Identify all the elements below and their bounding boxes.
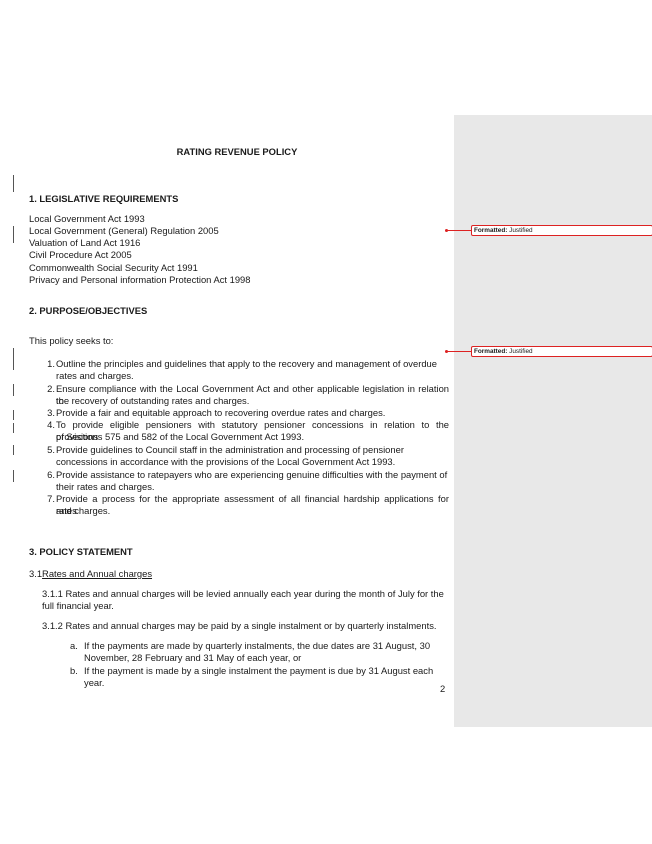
act-item: Privacy and Personal information Protect… <box>29 274 251 285</box>
list-item-number: 4. <box>47 419 55 430</box>
sub-item-line: If the payment is made by a single insta… <box>84 665 434 689</box>
list-item-line: Provide guidelines to Council staff in t… <box>56 444 404 455</box>
page-number: 2 <box>440 683 446 694</box>
sub-item-letter: a. <box>70 640 78 651</box>
change-bar <box>13 470 14 482</box>
section3-heading: 3. POLICY STATEMENT <box>29 546 133 557</box>
change-bar <box>13 226 14 243</box>
list-item-line: To provide eligible pensioners with stat… <box>56 419 449 443</box>
section2-heading: 2. PURPOSE/OBJECTIVES <box>29 305 148 316</box>
list-item-number: 3. <box>47 407 55 418</box>
sub-item-line: If the payments are made by quarterly in… <box>84 640 431 651</box>
list-item-line: Provide assistance to ratepayers who are… <box>56 469 448 480</box>
paragraph-3-1-1-line: full financial year. <box>42 600 114 611</box>
comment-connector <box>447 230 471 231</box>
list-item-number: 2. <box>47 383 55 394</box>
change-bar <box>13 445 14 455</box>
act-item: Local Government (General) Regulation 20… <box>29 225 219 236</box>
change-bar <box>13 423 14 433</box>
comment-anchor <box>445 350 448 353</box>
paragraph-3-1-2: 3.1.2 Rates and annual charges may be pa… <box>42 620 437 631</box>
sub-item-line: November, 28 February and 31 May of each… <box>84 652 302 663</box>
list-item-line: Ensure compliance with the Local Governm… <box>56 383 449 407</box>
list-item-line: Provide a process for the appropriate as… <box>56 493 449 517</box>
list-item-line: Outline the principles and guidelines th… <box>56 358 437 369</box>
section1-heading: 1. LEGISLATIVE REQUIREMENTS <box>29 193 179 204</box>
comment-label: Formatted: <box>474 227 508 234</box>
section2-intro: This policy seeks to: <box>29 335 114 346</box>
list-item-line: concessions in accordance with the provi… <box>56 456 396 467</box>
comment-label: Formatted: <box>474 348 508 355</box>
comment-balloon[interactable]: Formatted: Justified <box>471 346 652 357</box>
subsection-heading: 3.1Rates and Annual charges <box>29 568 152 580</box>
list-item-line: Provide a fair and equitable approach to… <box>56 407 386 418</box>
list-item-number: 5. <box>47 444 55 455</box>
comment-margin-pane <box>454 115 652 727</box>
act-item: Commonwealth Social Security Act 1991 <box>29 262 198 273</box>
act-item: Local Government Act 1993 <box>29 213 145 224</box>
change-bar <box>13 384 14 396</box>
list-item-number: 6. <box>47 469 55 480</box>
sub-item-letter: b. <box>70 665 78 676</box>
list-item-number: 7. <box>47 493 55 504</box>
document-title: RATING REVENUE POLICY <box>176 146 298 157</box>
comment-anchor <box>445 229 448 232</box>
act-item: Civil Procedure Act 2005 <box>29 249 132 260</box>
change-bar <box>13 410 14 420</box>
list-item-line: and charges. <box>56 505 111 516</box>
comment-balloon[interactable]: Formatted: Justified <box>471 225 652 236</box>
change-bar <box>13 175 14 192</box>
subsection-number: 3.1 <box>29 568 43 579</box>
comment-value: Justified <box>509 227 533 234</box>
list-item-line: their rates and charges. <box>56 481 155 492</box>
list-item-number: 1. <box>47 358 55 369</box>
comment-value: Justified <box>509 348 533 355</box>
change-bar <box>13 348 14 370</box>
act-item: Valuation of Land Act 1916 <box>29 237 141 248</box>
list-item-line: rates and charges. <box>56 370 134 381</box>
comment-connector <box>447 351 471 352</box>
subsection-title: Rates and Annual charges <box>42 568 153 579</box>
list-item-line: of Sections 575 and 582 of the Local Gov… <box>56 431 305 442</box>
paragraph-3-1-1-line: 3.1.1 Rates and annual charges will be l… <box>42 588 444 599</box>
list-item-line: the recovery of outstanding rates and ch… <box>56 395 250 406</box>
